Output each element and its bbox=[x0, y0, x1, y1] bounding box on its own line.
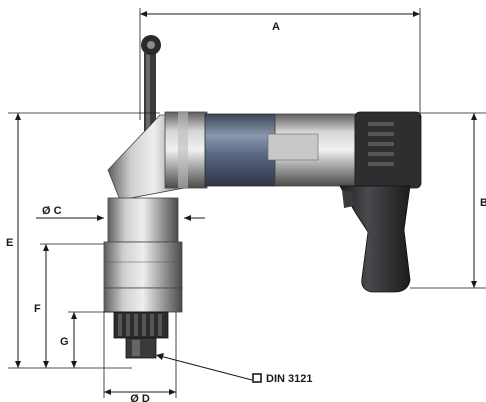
dimension-label-e: E bbox=[6, 237, 13, 249]
din-callout: DIN 3121 bbox=[252, 373, 312, 385]
pistol-grip bbox=[339, 185, 411, 293]
dimension-label-g: G bbox=[60, 336, 69, 348]
dimension-label-d: Ø D bbox=[130, 393, 150, 402]
dimension-lines bbox=[8, 8, 486, 398]
dimension-label-b: B bbox=[480, 197, 486, 209]
gearbox-column bbox=[103, 197, 183, 359]
din-3121-label: DIN 3121 bbox=[266, 373, 312, 385]
angle-head bbox=[107, 111, 208, 201]
dimension-label-f: F bbox=[34, 303, 41, 315]
vent-slots bbox=[368, 122, 394, 166]
spline-teeth bbox=[118, 314, 162, 336]
wrench-illustration bbox=[103, 35, 422, 359]
dimension-label-a: A bbox=[272, 21, 280, 33]
dimension-label-c: Ø C bbox=[42, 205, 62, 217]
square-drive-symbol-icon bbox=[252, 373, 262, 383]
motor-housing bbox=[204, 111, 422, 189]
